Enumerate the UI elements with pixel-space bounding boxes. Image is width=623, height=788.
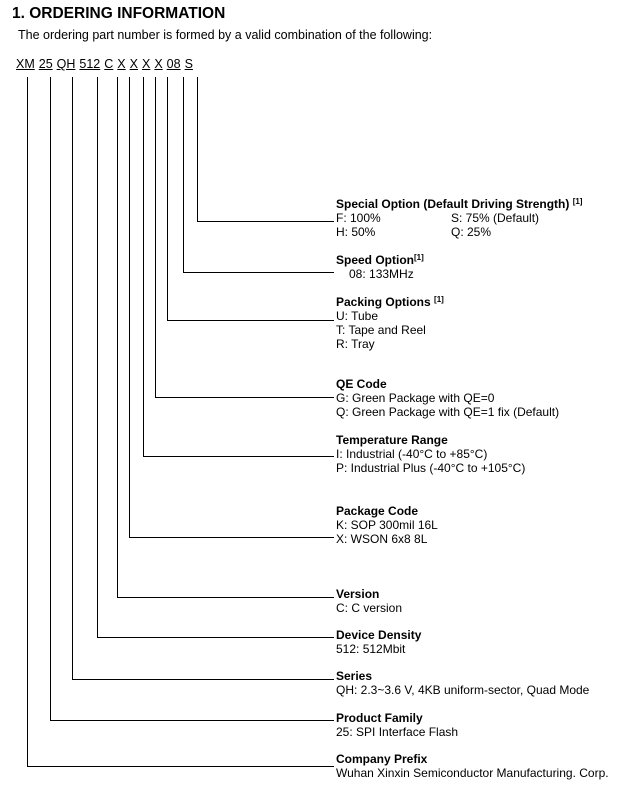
option-value-cell: H: 50% [336, 225, 376, 239]
option-value: X: WSON 6x8 8L [336, 532, 428, 546]
connector-horizontal [117, 597, 334, 598]
connector-horizontal [167, 320, 334, 321]
option-value: U: Tube [336, 309, 379, 323]
footnote-mark: [1] [414, 253, 424, 262]
part-field: 08 [166, 57, 181, 71]
part-field: XM [16, 57, 35, 71]
section-title: 1. ORDERING INFORMATION [12, 5, 226, 22]
option-title: Temperature Range [336, 433, 448, 447]
connector-horizontal [143, 456, 334, 457]
footnote-mark: [1] [434, 295, 444, 304]
option-value: H: 50% Q: 25% [336, 225, 582, 239]
part-field: X [154, 57, 163, 71]
footnote-mark: [1] [572, 197, 583, 206]
connector-horizontal [97, 637, 334, 638]
connector-vertical [167, 77, 168, 320]
connector-vertical [50, 77, 51, 720]
part-field: 25 [38, 57, 53, 71]
option-title: Speed Option [336, 253, 414, 267]
part-field: 512 [79, 57, 101, 71]
intro-text: The ordering part number is formed by a … [18, 28, 433, 42]
option-title: Product Family [336, 711, 423, 725]
connector-horizontal [72, 679, 334, 680]
option-block: Speed Option[1]08: 133MHz [336, 253, 424, 281]
connector-vertical [155, 77, 156, 397]
connector-vertical [117, 77, 118, 597]
option-title: Package Code [336, 504, 419, 518]
option-value: 25: SPI Interface Flash [336, 725, 459, 739]
option-block: Special Option (Default Driving Strength… [336, 197, 582, 239]
option-title: Special Option (Default Driving Strength… [336, 197, 570, 211]
connector-horizontal [129, 537, 334, 538]
connector-vertical [197, 77, 198, 221]
option-value: G: Green Package with QE=0 [336, 391, 495, 405]
option-value: T: Tape and Reel [336, 323, 426, 337]
connector-vertical [143, 77, 144, 456]
connector-vertical [27, 77, 28, 766]
part-field: X [117, 57, 126, 71]
option-value: K: SOP 300mil 16L [336, 518, 438, 532]
part-field: S [184, 57, 193, 71]
connector-horizontal [197, 221, 334, 222]
option-value-cell: F: 100% [336, 211, 381, 225]
option-value: 08: 133MHz [349, 267, 414, 281]
option-value-cell: S: 75% (Default) [451, 211, 540, 225]
option-value: C: C version [336, 601, 403, 615]
connector-vertical [183, 77, 184, 272]
connector-horizontal [27, 766, 334, 767]
connector-vertical [129, 77, 130, 537]
option-value: Q: Green Package with QE=1 fix (Default) [336, 405, 560, 419]
option-value: 512: 512Mbit [336, 642, 406, 656]
option-value: QH: 2.3~3.6 V, 4KB uniform-sector, Quad … [336, 683, 590, 697]
option-title: Version [336, 587, 380, 601]
option-title: Device Density [336, 628, 422, 642]
option-title: Company Prefix [336, 752, 428, 766]
option-title: Packing Options [336, 295, 431, 309]
option-value: R: Tray [336, 337, 375, 351]
part-field: C [104, 57, 114, 71]
option-value: P: Industrial Plus (-40°C to +105°C) [336, 461, 526, 475]
connector-horizontal [183, 272, 334, 273]
part-field: X [129, 57, 138, 71]
option-title: Series [336, 669, 373, 683]
part-field: QH [56, 57, 76, 71]
option-value: F: 100% S: 75% (Default) [336, 211, 582, 225]
connector-horizontal [155, 397, 334, 398]
connector-vertical [72, 77, 73, 679]
option-value: Wuhan Xinxin Semiconductor Manufacturing… [336, 766, 609, 780]
option-value: I: Industrial (-40°C to +85°C) [336, 447, 488, 461]
option-title: QE Code [336, 377, 387, 391]
option-value-cell: Q: 25% [451, 225, 492, 239]
part-field: X [141, 57, 151, 71]
connector-horizontal [50, 720, 334, 721]
connector-vertical [97, 77, 98, 637]
